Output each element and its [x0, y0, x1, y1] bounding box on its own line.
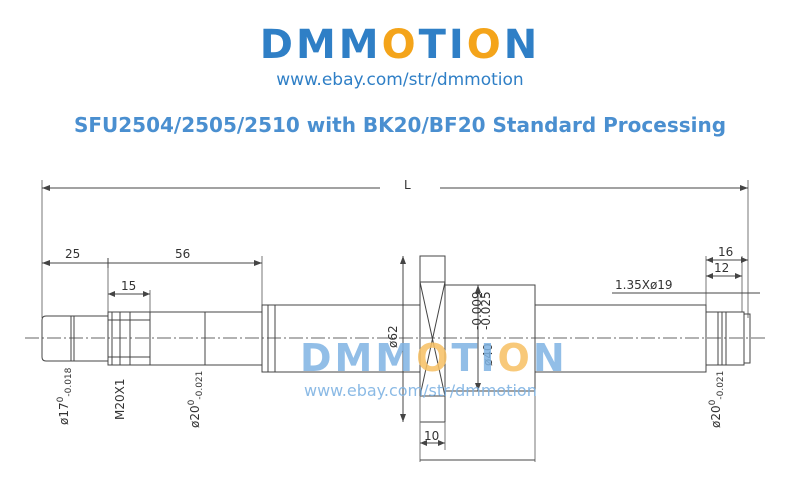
- arrow: [438, 440, 445, 446]
- label-10: 10: [424, 429, 439, 443]
- watermark-part: O: [497, 336, 533, 380]
- arrow: [706, 273, 713, 279]
- arrow: [475, 383, 481, 391]
- label-56: 56: [175, 247, 190, 261]
- label-dia-40-tol-low: -0.025: [479, 291, 493, 330]
- label-dia-40: ø40: [481, 343, 495, 366]
- arrow: [740, 185, 748, 191]
- arrow: [400, 256, 406, 264]
- arrow: [420, 440, 427, 446]
- label-dia-20-right: ø200-0.021: [708, 371, 726, 428]
- label-L: L: [404, 178, 411, 192]
- label-dia-62: ø62: [386, 325, 400, 348]
- watermark-part: O: [416, 336, 452, 380]
- journal-d17: [41, 315, 109, 362]
- label-dia-40-tol-high: -0.009: [470, 291, 484, 330]
- arrow: [706, 257, 713, 263]
- arrow: [42, 185, 50, 191]
- watermark-url: www.ebay.com/str/dmmotion: [304, 381, 537, 400]
- journal-end: [743, 313, 751, 364]
- label-25: 25: [65, 247, 80, 261]
- label-15: 15: [121, 279, 136, 293]
- arrow: [108, 291, 115, 297]
- watermark-part: TI: [451, 336, 498, 380]
- brand-part: O: [466, 22, 504, 68]
- flange-cross: [419, 281, 446, 397]
- arrow: [254, 260, 262, 266]
- label-dia-17: ø170-0.018: [56, 367, 74, 425]
- brand-part: DMM: [259, 22, 382, 68]
- arrow: [735, 273, 742, 279]
- brand-part: TI: [418, 22, 467, 68]
- arrow: [741, 257, 748, 263]
- brand-part: N: [503, 22, 541, 68]
- arrow: [42, 260, 50, 266]
- label-dia-20-left: ø200-0.021: [187, 371, 205, 428]
- watermark-part: N: [532, 336, 568, 380]
- watermark-logo: DMMOTION: [300, 336, 568, 380]
- arrow: [143, 291, 150, 297]
- label-16: 16: [718, 245, 733, 259]
- brand-part: O: [381, 22, 419, 68]
- label-groove: 1.35Xø19: [615, 278, 673, 292]
- arrow: [400, 414, 406, 422]
- arrow: [475, 285, 481, 293]
- page-subtitle: SFU2504/2505/2510 with BK20/BF20 Standar…: [73, 113, 727, 137]
- brand-logo: DMMOTION: [0, 22, 800, 68]
- label-12: 12: [714, 261, 729, 275]
- store-url[interactable]: www.ebay.com/str/dmmotion: [276, 70, 524, 90]
- label-m20: M20X1: [113, 379, 127, 420]
- watermark-part: DMM: [300, 336, 417, 380]
